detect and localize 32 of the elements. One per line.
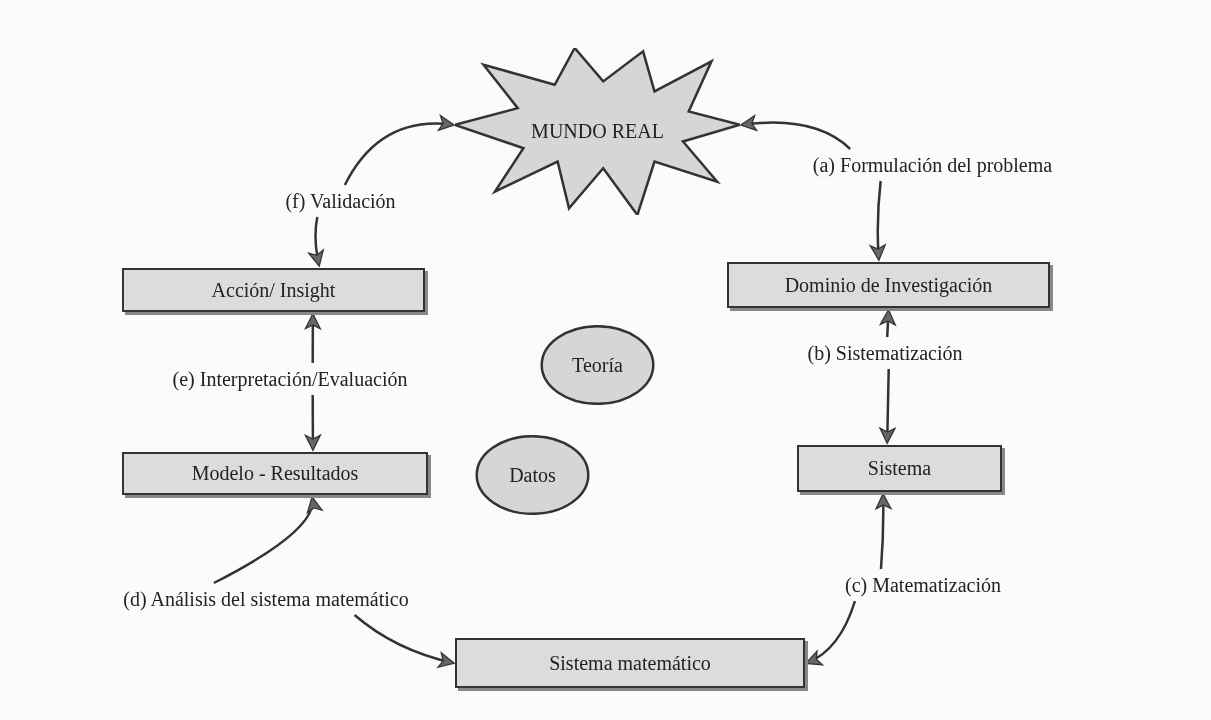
arrow xyxy=(740,115,851,150)
process-box xyxy=(727,262,1050,308)
arrow xyxy=(304,313,321,363)
process-box xyxy=(122,268,425,312)
arrow xyxy=(353,614,455,668)
process-box xyxy=(455,638,805,688)
arrow xyxy=(879,309,896,338)
node-label: Modelo - Resultados xyxy=(191,462,359,485)
node-label: Sistema matemático xyxy=(549,651,711,675)
arrow xyxy=(805,600,857,665)
node-label: Dominio de Investigación xyxy=(784,273,993,297)
step-text: (a) Formulación del problema xyxy=(812,153,1053,177)
node-label: Datos xyxy=(509,463,556,487)
node-label: Teoría xyxy=(572,353,623,377)
node-label: Acción/ Insight xyxy=(211,278,336,302)
arrow xyxy=(308,216,325,267)
node-label: MUNDO REAL xyxy=(531,120,664,143)
step-text: (c) Matematización xyxy=(845,573,1001,597)
arrow xyxy=(343,115,455,186)
step-text: (b) Sistematización xyxy=(807,341,963,365)
node-label: Sistema xyxy=(867,457,932,480)
arrow xyxy=(869,180,886,261)
arrow xyxy=(875,493,892,570)
arrow xyxy=(304,395,321,451)
step-text: (e) Interpretación/Evaluación xyxy=(172,367,408,391)
step-text: (f) Validación xyxy=(285,189,396,213)
star-shape xyxy=(455,48,740,215)
arrow xyxy=(879,368,896,444)
process-box xyxy=(797,445,1002,492)
step-text: (d) Análisis del sistema matemático xyxy=(123,587,409,611)
arrow xyxy=(213,496,321,585)
process-box xyxy=(122,452,428,495)
